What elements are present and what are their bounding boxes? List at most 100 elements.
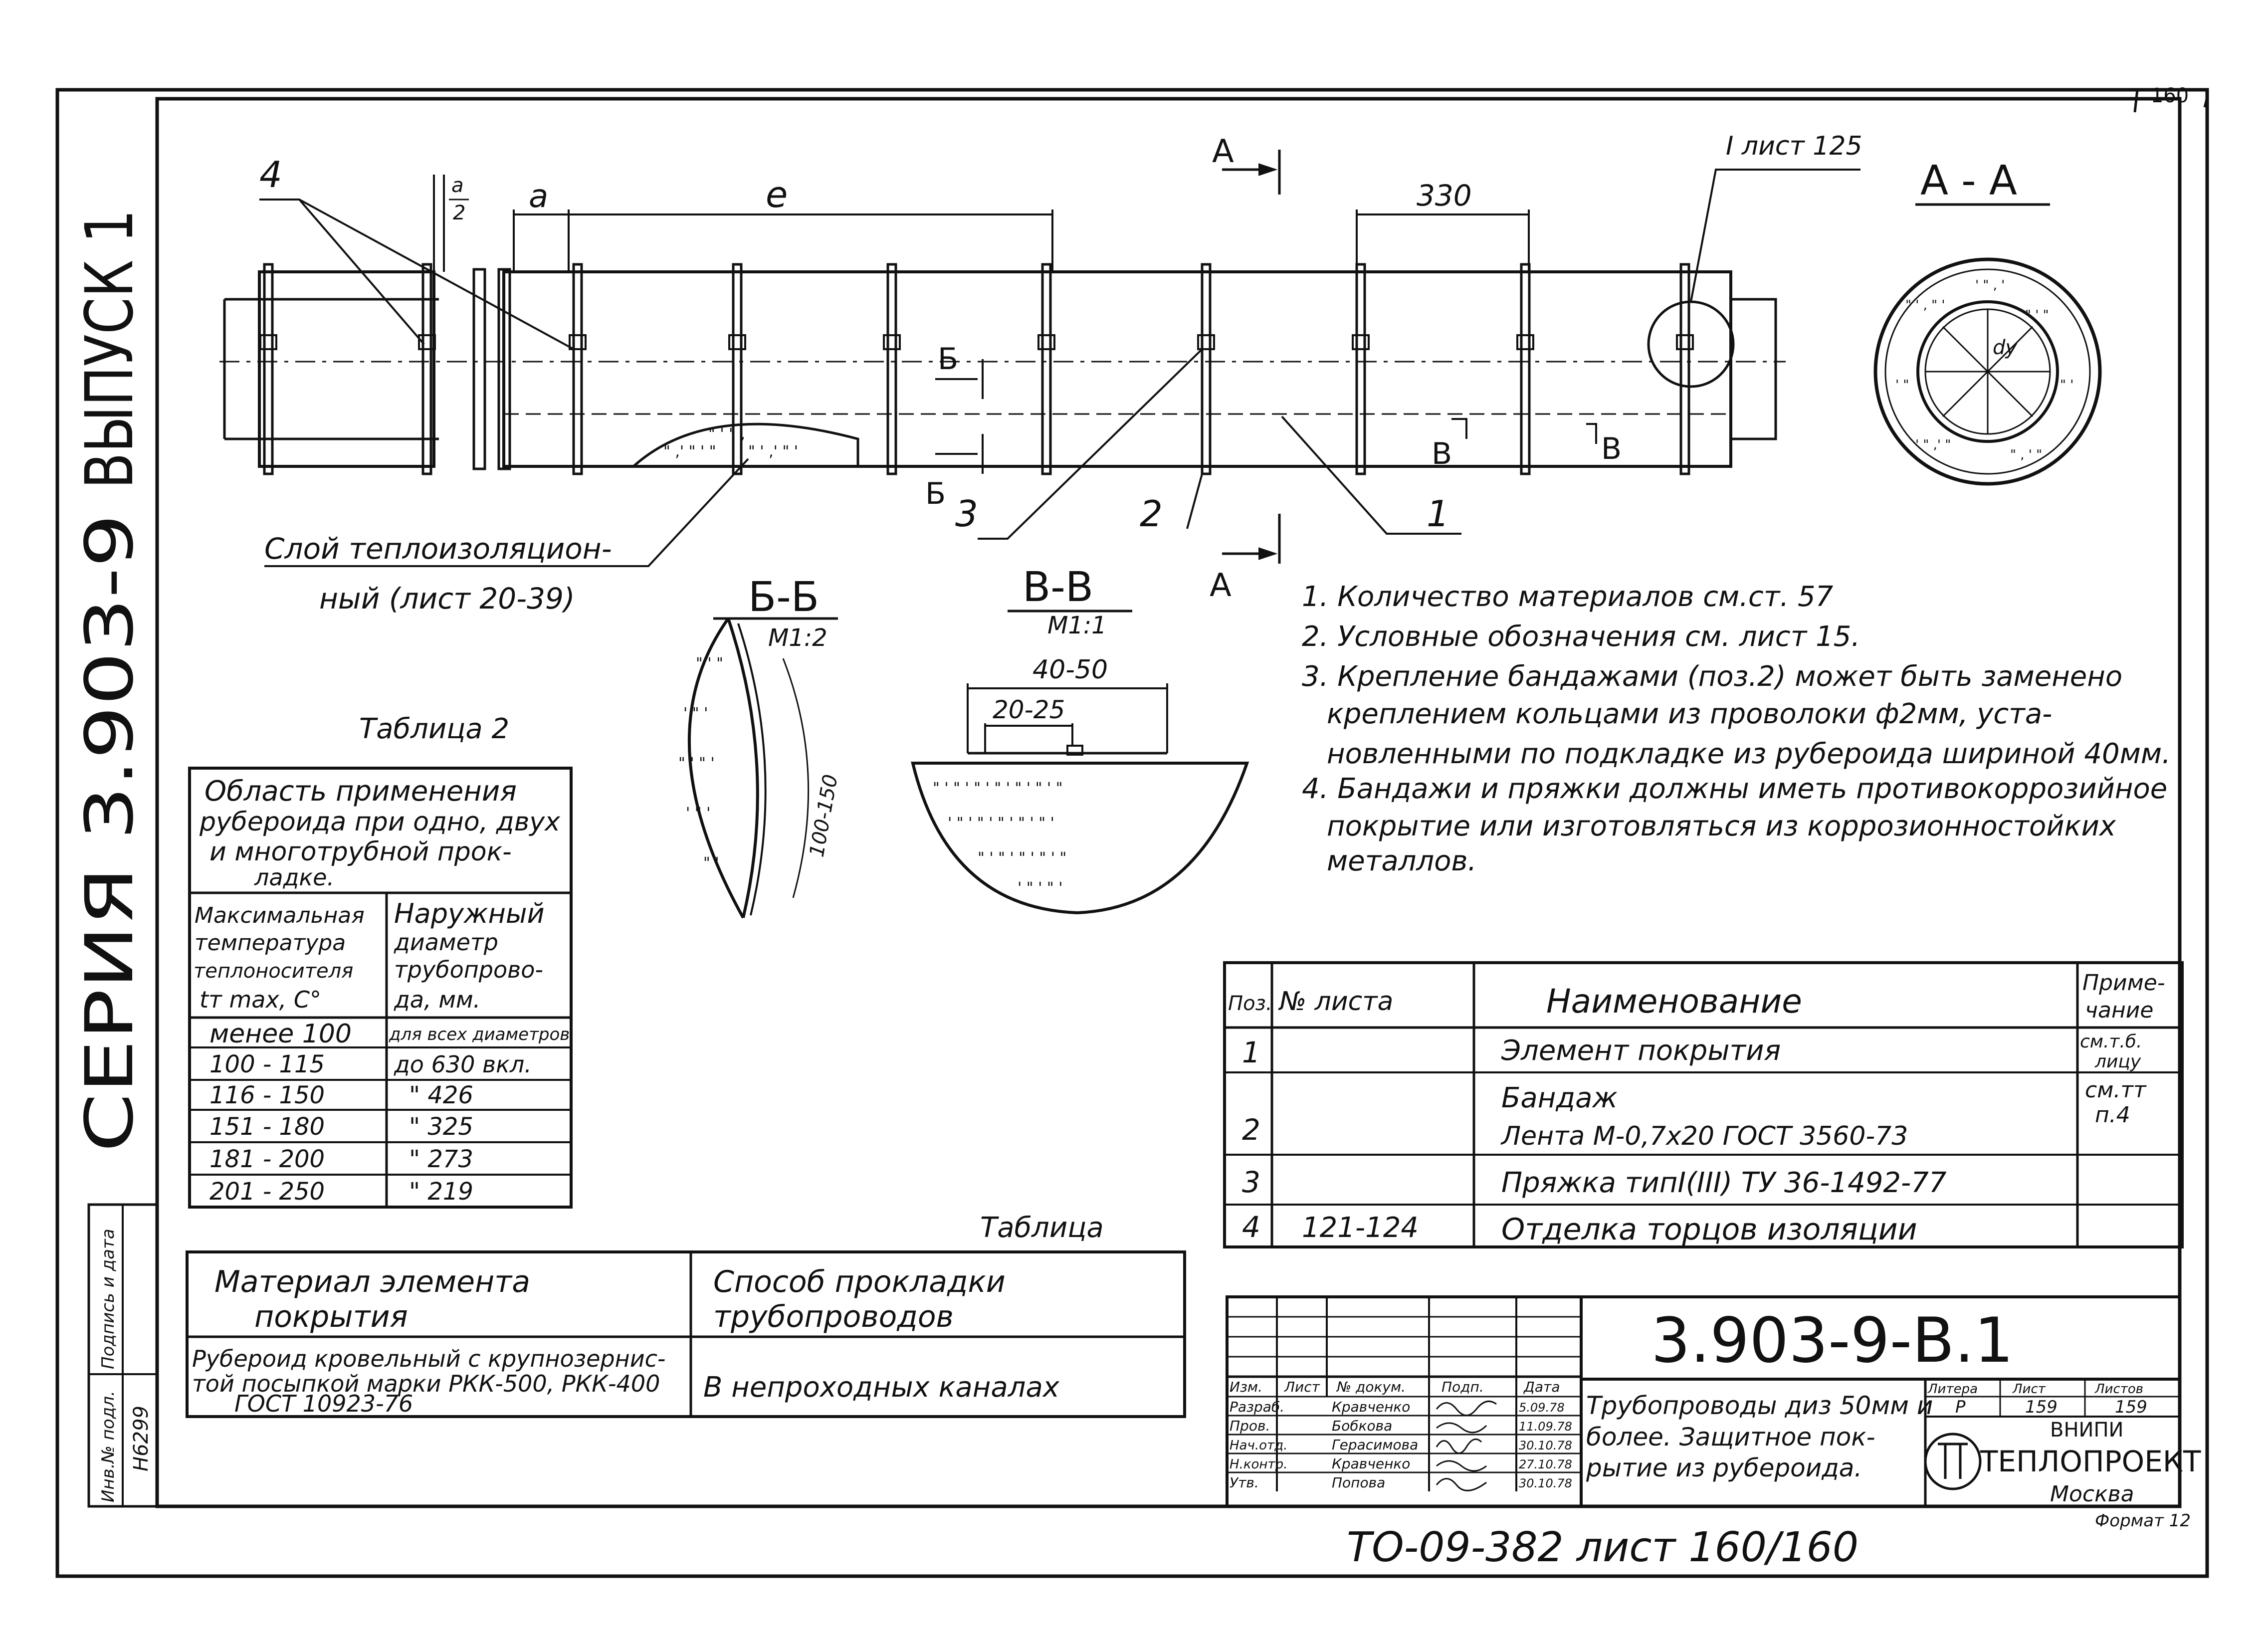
signatures	[1436, 1400, 1497, 1491]
svg-text:Материал элемента: Материал элемента	[214, 1264, 530, 1299]
svg-text:В непроходных каналах: В непроходных каналах	[703, 1371, 1060, 1404]
table-2: Таблица 2 Область применения рубероида п…	[188, 713, 573, 1209]
pos-2: 2	[1140, 493, 1163, 535]
svg-text:№ докум.: № докум.	[1336, 1379, 1406, 1395]
svg-text:dy: dy	[1993, 336, 2018, 359]
materials-table-caption: Таблица	[980, 1212, 1104, 1244]
svg-text:' ": ' "	[1895, 378, 1909, 393]
svg-text:ладке.: ладке.	[254, 864, 334, 891]
aa-hatch: " ' , " ' ' " , ' " ' " ' " " ' ' " ,' "…	[1895, 278, 2073, 462]
section-v-v: В-В М1:1 40-50 20-25 " ' " ' " ' " ' " '…	[911, 564, 1249, 915]
table2-cell: 151 - 180	[209, 1113, 325, 1141]
svg-text:' " ' " ': ' " ' " '	[1018, 879, 1062, 897]
insulation-cutaway	[630, 422, 859, 468]
left-margin-stamp: Инв.№ подл. Н6299 Подпись и дата	[87, 1203, 159, 1508]
sign-label: Подпись и дата	[98, 1229, 118, 1369]
note-line: 4. Бандажи и пряжки должны иметь противо…	[1302, 773, 2167, 805]
note-line: креплением кольцами из проволоки ф2мм, у…	[1327, 698, 2052, 730]
svg-text:159: 159	[2115, 1397, 2147, 1417]
svg-text:Изм.: Изм.	[1230, 1379, 1262, 1395]
vv-hatch: " ' " ' " ' " ' " ' " ' " ' " ' " ' " ' …	[933, 780, 1066, 897]
stamp-role: Н.контр.	[1230, 1457, 1287, 1472]
svg-text:Способ прокладки: Способ прокладки	[713, 1264, 1006, 1299]
spec-sheet: 121-124	[1302, 1212, 1419, 1244]
general-notes: 1. Количество материалов см.ст. 57 2. Ус…	[1302, 581, 2171, 877]
svg-text:" ,' " ' ": " ,' " ' "	[663, 443, 716, 460]
stamp-date: 30.10.78	[1519, 1439, 1572, 1452]
series-title-main: СЕРИЯ 3.903-9	[71, 514, 148, 1152]
note-line: покрытие или изготовляться из коррозионн…	[1327, 810, 2116, 842]
svg-text:трубопрово-: трубопрово-	[394, 956, 543, 983]
note-line: 1. Количество материалов см.ст. 57	[1302, 581, 1834, 613]
outer-frame	[55, 88, 2209, 1578]
table2-cell: 181 - 200	[209, 1145, 325, 1173]
svg-text:Приме-: Приме-	[2082, 970, 2165, 996]
svg-text:Поз.: Поз.	[1228, 992, 1272, 1015]
dimensions: a 2 a e 330	[433, 174, 1530, 272]
svg-text:A: A	[1212, 133, 1234, 170]
stamp-person: Герасимова	[1332, 1437, 1418, 1453]
stamp-person: Кравченко	[1332, 1399, 1410, 1415]
svg-text:' " , ': ' " , '	[1975, 278, 2005, 293]
svg-text:В: В	[1601, 431, 1622, 466]
svg-text:2: 2	[453, 202, 465, 224]
svg-text:100-150: 100-150	[806, 773, 842, 859]
series-title: СЕРИЯ 3.903-9 ВЫПУСК 1	[71, 209, 148, 1152]
svg-text:ный (лист 20-39): ный (лист 20-39)	[319, 582, 575, 616]
svg-text:" ' " ' " ' " ' " ' " ' ": " ' " ' " ' " ' " ' " ' "	[933, 780, 1063, 797]
svg-text:Область применения: Область применения	[205, 775, 517, 808]
svg-text:Лист: Лист	[2012, 1382, 2046, 1397]
detail-I-callout: I лист 125	[1726, 131, 1862, 161]
spec-name: Отделка торцов изоляции	[1501, 1212, 1917, 1247]
corner-sheet-number: 160	[2133, 84, 2209, 113]
note-line: новленными по подкладке из рубероида шир…	[1327, 738, 2171, 770]
svg-text:диаметр: диаметр	[394, 929, 498, 956]
svg-text:теплоносителя: теплоносителя	[194, 960, 353, 983]
spec-name: Лента М-0,7х20 ГОСТ 3560-73	[1500, 1121, 1908, 1151]
svg-text:A: A	[1210, 567, 1232, 604]
pipe-main-view: " ,' " ' " " ' " , " ' ,' " ' I лист 125	[219, 131, 1862, 475]
inv-label: Инв.№ подл.	[98, 1391, 118, 1502]
stamp-role: Разраб.	[1230, 1399, 1284, 1415]
svg-text:Слой теплоизоляцион-: Слой теплоизоляцион-	[264, 532, 612, 566]
svg-text:Рубероид кровельный с крупнозе: Рубероид кровельный с крупнозернис-	[192, 1345, 666, 1372]
stamp-role: Пров.	[1230, 1418, 1270, 1434]
svg-text:20-25: 20-25	[993, 695, 1065, 724]
inv-value: Н6299	[130, 1406, 153, 1471]
svg-text:М1:1: М1:1	[1047, 612, 1107, 639]
table2-caption: Таблица 2	[359, 713, 509, 745]
svg-text:Подп.: Подп.	[1442, 1379, 1484, 1395]
table2-cell: 116 - 150	[209, 1081, 325, 1109]
stamp-role: Нач.отд.	[1230, 1438, 1287, 1453]
svg-text:Москва: Москва	[2050, 1481, 2134, 1507]
svg-text:рытие из рубероида.: рытие из рубероида.	[1586, 1453, 1862, 1482]
stamp-date: 11.09.78	[1519, 1420, 1572, 1434]
note-line: металлов.	[1327, 845, 1476, 877]
section-aa-title: А - А	[1920, 157, 2017, 205]
svg-text:' " ,' ": ' " ,' "	[1915, 437, 1951, 452]
svg-text:чание: чание	[2085, 998, 2153, 1023]
section-b-b: Б-Б М1:2 100-150 " ' " ' " ' " ' " ' ' "…	[678, 574, 842, 919]
stamp-date: 27.10.78	[1519, 1457, 1572, 1471]
pos-3: 3	[955, 493, 978, 535]
svg-text:трубопроводов: трубопроводов	[713, 1299, 954, 1334]
position-leaders: 4 3 2 1	[259, 154, 1461, 540]
section-cut-marks: A A Б Б В В	[925, 133, 1622, 604]
series-title-issue: ВЫПУСК 1	[71, 209, 148, 489]
spec-pos: 4	[1242, 1210, 1260, 1244]
stamp-date: 30.10.78	[1519, 1476, 1572, 1490]
table2-cell: " 426	[409, 1081, 473, 1109]
svg-text:e: e	[766, 174, 788, 215]
pos-4: 4	[259, 154, 282, 196]
spec-note: см.т.б.	[2080, 1031, 2142, 1052]
svg-text:' " ': ' " '	[683, 705, 708, 722]
svg-text:159: 159	[2025, 1397, 2058, 1417]
svg-text:" ' , " ': " ' , " '	[1905, 298, 1945, 313]
section-a-a: А - А dy " ' , " ' ' " , ' " ' " ' " " '…	[1873, 157, 2102, 486]
buckles	[259, 334, 1694, 350]
svg-text:" ': " '	[703, 854, 719, 872]
table2-cell: 100 - 115	[209, 1050, 325, 1078]
svg-text:" , ' ": " , ' "	[2010, 447, 2042, 462]
stamp-date: 5.09.78	[1519, 1401, 1565, 1415]
